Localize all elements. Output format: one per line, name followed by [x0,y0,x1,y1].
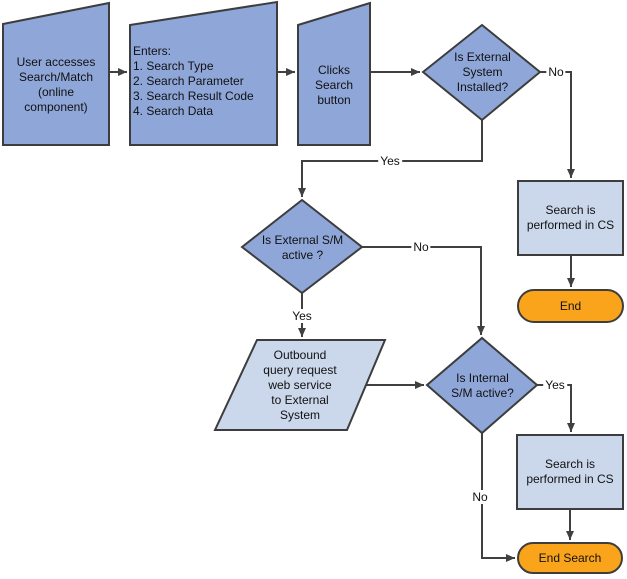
node-outbound-query-shape [213,339,387,431]
node-search-cs-1-shape [517,180,624,256]
node-search-cs-2-shape [516,434,624,510]
edge-label-no-external-active: No [411,240,431,254]
edge-label-yes-internal-active: Yes [543,378,567,392]
node-enters-shape [129,0,278,146]
node-end-search-shape [517,542,623,574]
node-end-shape [517,289,624,323]
edge-label-no-internal-active: No [470,490,490,504]
decision-external-active-shape [240,198,364,295]
decision-external-installed-shape [421,23,542,122]
edge-label-yes-external-active: Yes [290,309,314,323]
connector-yes-to-search-cs-2 [537,384,575,432]
decision-internal-active-shape [425,336,539,435]
connector-no-to-search-cs-1 [540,71,575,178]
edge-label-no-external-installed: No [546,65,566,79]
edge-label-yes-external-installed: Yes [378,154,402,168]
connector-no-to-end-search [481,433,515,562]
connector-no-to-decision3 [362,246,485,335]
node-clicks-search-shape [297,1,371,146]
node-user-access-shape [1,1,110,146]
